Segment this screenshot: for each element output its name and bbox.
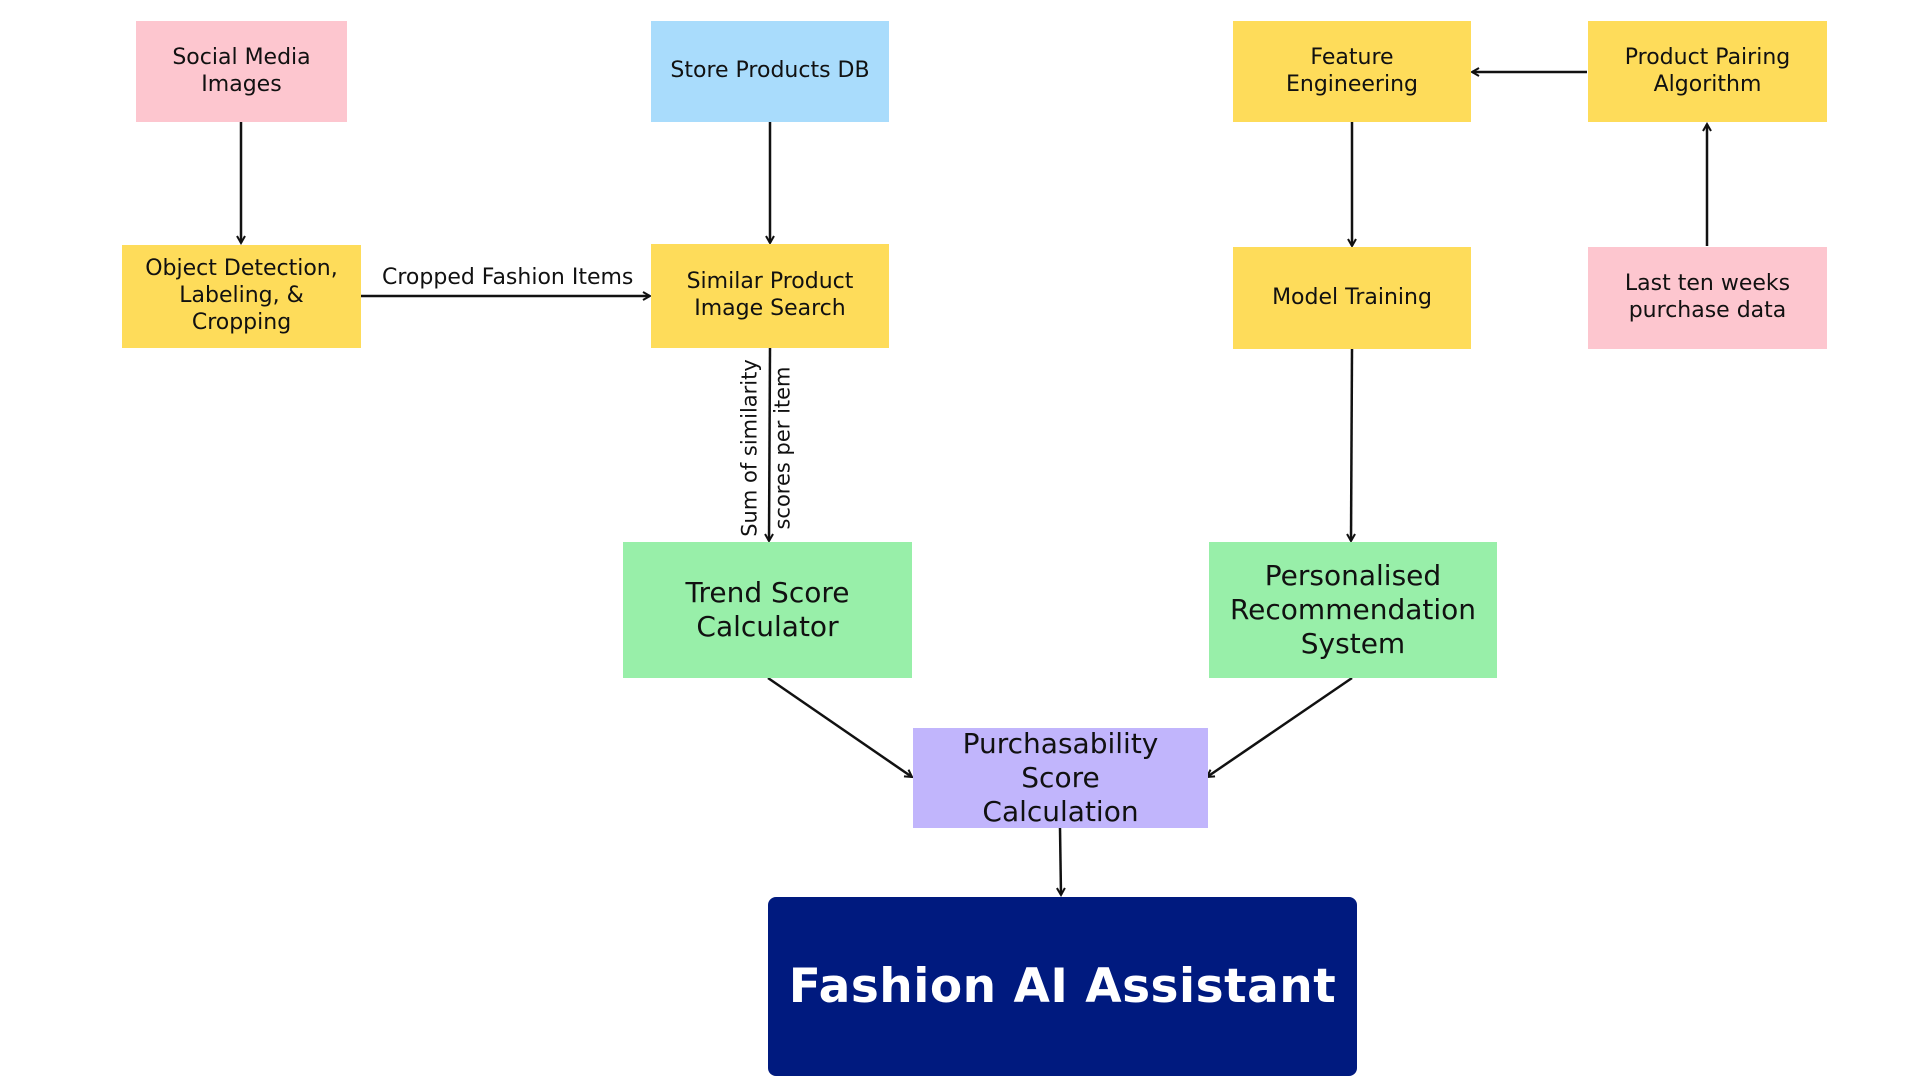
arrow-trend-to-purchasability — [767, 676, 912, 777]
arrow-search-to-trend — [769, 347, 770, 541]
arrow-training-to-recommendation — [1351, 348, 1352, 541]
purchase-data-node: Last ten weeks purchase data — [1588, 247, 1827, 349]
store-products-db-node: Store Products DB — [651, 21, 889, 122]
feature-engineering-node: Feature Engineering — [1233, 21, 1471, 122]
arrow-purchasability-to-assistant — [1060, 827, 1061, 895]
model-training-node: Model Training — [1233, 247, 1471, 349]
arrow-recommendation-to-purchasability — [1207, 676, 1353, 777]
similarity-scores-label: Sum of similarity scores per item — [737, 359, 794, 537]
purchasability-score-node: Purchasability Score Calculation — [913, 727, 1208, 828]
cropped-fashion-items-label: Cropped Fashion Items — [382, 265, 634, 290]
social-media-images-node: Social Media Images — [136, 21, 347, 122]
recommendation-system-node: Personalised Recommendation System — [1209, 542, 1497, 678]
product-pairing-algorithm-node: Product Pairing Algorithm — [1588, 21, 1827, 122]
trend-score-calculator-node: Trend Score Calculator — [623, 542, 912, 678]
object-detection-node: Object Detection, Labeling, & Cropping — [122, 245, 361, 348]
similar-product-search-node: Similar Product Image Search — [651, 244, 889, 348]
fashion-ai-assistant-node: Fashion AI Assistant — [768, 897, 1357, 1076]
